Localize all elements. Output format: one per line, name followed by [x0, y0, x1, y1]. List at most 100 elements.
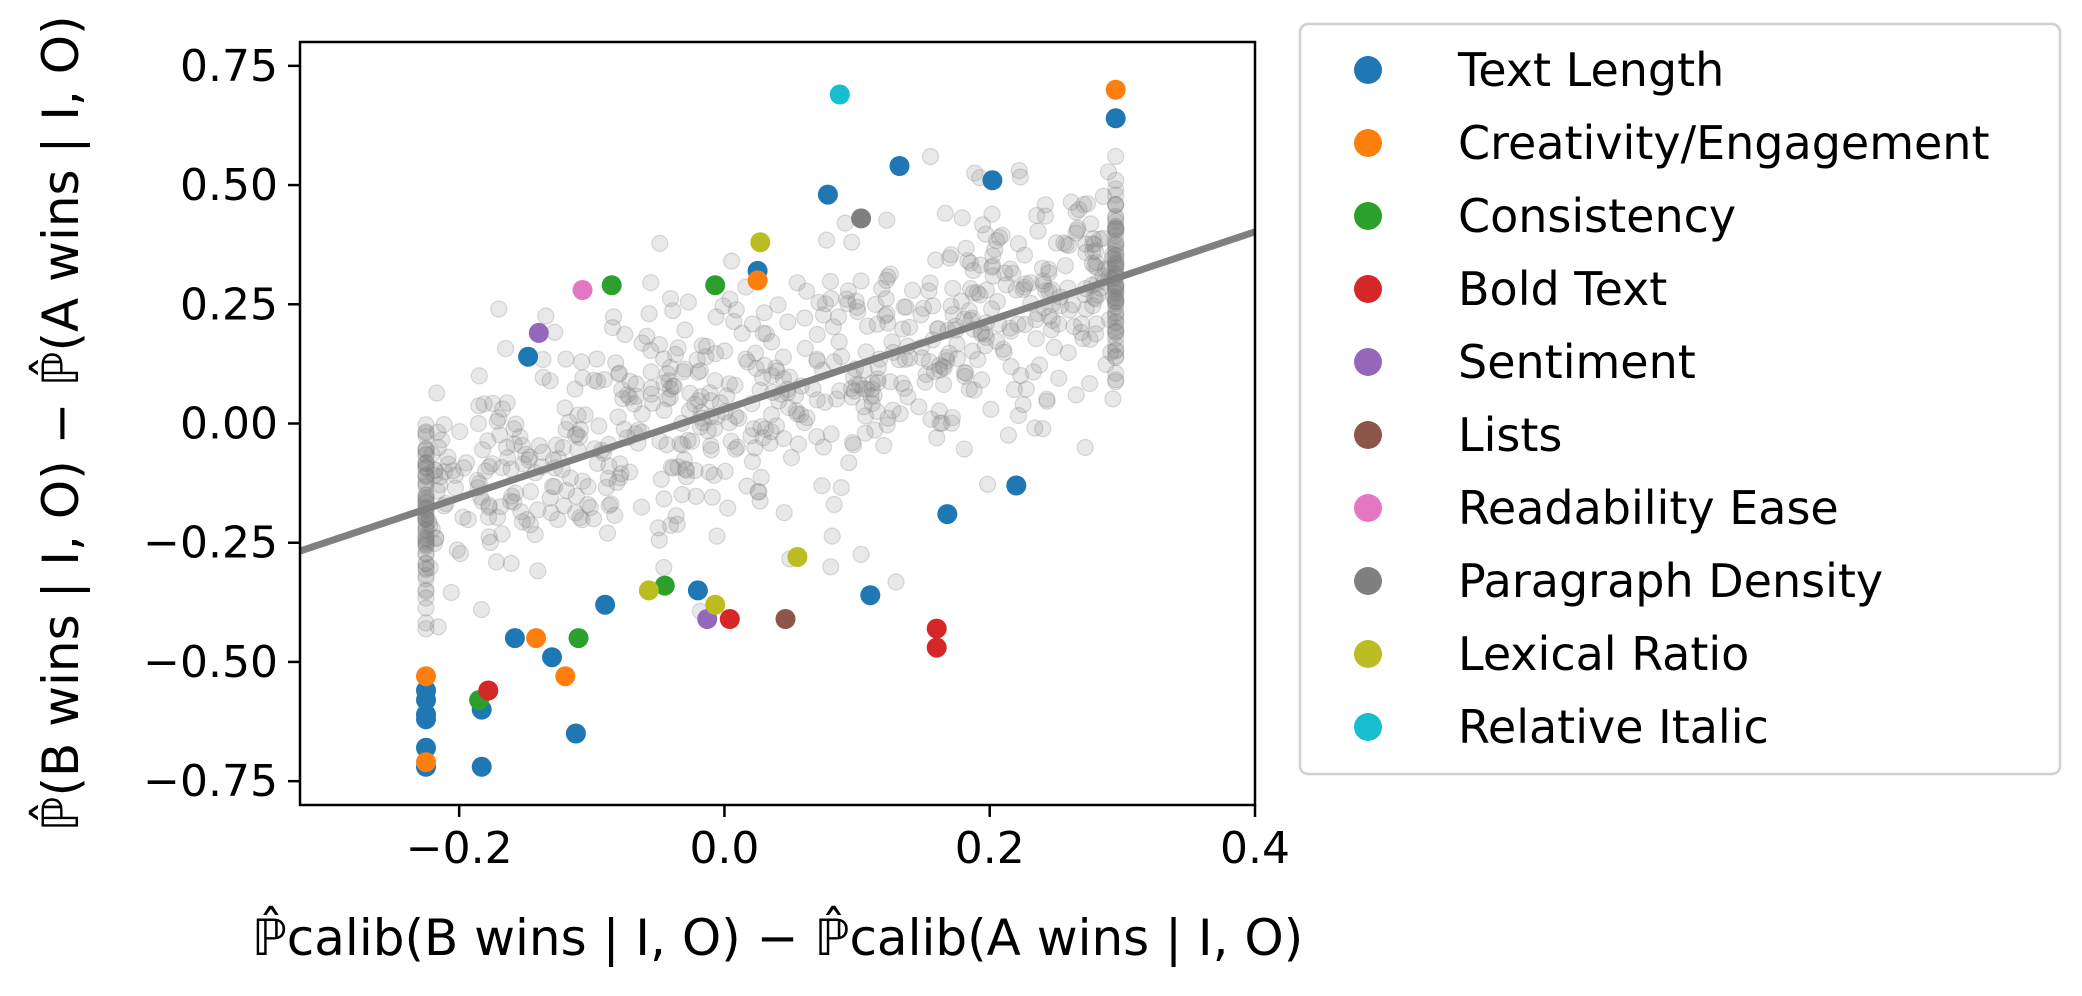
background-point	[423, 445, 441, 463]
background-point	[746, 439, 764, 457]
background-point	[814, 306, 833, 324]
background-point	[655, 490, 673, 508]
background-point	[417, 468, 435, 486]
background-point	[1107, 180, 1125, 198]
background-point	[768, 362, 786, 380]
background-point	[1074, 330, 1092, 348]
background-point	[976, 325, 994, 343]
background-point	[616, 325, 634, 343]
background-point	[579, 496, 597, 514]
background-point	[490, 300, 508, 318]
background-point	[514, 455, 532, 473]
background-point	[417, 599, 435, 617]
point-text-length	[595, 594, 616, 615]
background-point	[1038, 390, 1056, 408]
background-point	[543, 477, 562, 495]
background-point	[990, 228, 1009, 246]
background-point	[1030, 356, 1049, 374]
background-point	[633, 405, 651, 423]
point-text-length	[416, 737, 436, 758]
background-point	[997, 276, 1015, 294]
background-point	[808, 428, 826, 446]
background-point	[457, 454, 475, 472]
background-point	[613, 381, 631, 399]
background-point	[1107, 347, 1125, 365]
background-point	[876, 307, 894, 325]
background-point	[1070, 201, 1088, 219]
background-point	[417, 477, 435, 496]
background-point	[788, 405, 806, 423]
background-point	[417, 554, 435, 573]
background-point	[903, 281, 922, 299]
background-point	[661, 516, 680, 535]
background-point	[964, 261, 982, 280]
background-point	[895, 298, 913, 316]
background-point	[1107, 319, 1125, 337]
background-point	[642, 363, 660, 381]
background-point	[1077, 235, 1095, 253]
background-point	[444, 462, 462, 480]
background-point	[664, 377, 682, 395]
background-point	[1022, 274, 1040, 292]
background-point	[627, 375, 645, 393]
background-point	[884, 401, 902, 419]
y-tick-label: −0.75	[143, 756, 278, 807]
background-point	[850, 376, 869, 394]
background-point	[417, 614, 435, 632]
background-point	[673, 486, 691, 504]
legend-marker-lexical-ratio	[1354, 640, 1382, 668]
background-point	[1036, 207, 1055, 225]
background-point	[1081, 330, 1099, 348]
background-point	[470, 397, 488, 415]
background-point	[814, 438, 833, 456]
background-point	[511, 428, 529, 446]
background-point	[862, 387, 880, 405]
legend-marker-consistency	[1354, 202, 1382, 230]
background-point	[1107, 304, 1125, 322]
background-point	[931, 414, 949, 432]
background-point	[831, 382, 849, 400]
background-point	[822, 289, 840, 308]
background-point	[529, 501, 547, 519]
legend-marker-text-length	[1354, 56, 1382, 84]
background-point	[451, 423, 469, 441]
background-point	[554, 439, 572, 457]
background-point	[686, 395, 704, 413]
background-point	[417, 581, 435, 599]
background-point	[1107, 284, 1125, 302]
point-lexical-ratio	[638, 580, 659, 601]
background-point	[588, 350, 606, 368]
background-point	[421, 516, 439, 534]
background-point	[598, 524, 617, 542]
background-point	[706, 345, 725, 363]
background-point	[446, 466, 464, 484]
background-point	[417, 459, 435, 477]
background-point	[1085, 236, 1104, 254]
background-point	[417, 533, 435, 551]
background-point	[1107, 254, 1125, 273]
background-point	[700, 463, 718, 481]
background-point	[960, 302, 978, 320]
background-point	[665, 377, 683, 395]
background-point	[1103, 245, 1122, 264]
background-point	[944, 279, 962, 297]
background-point	[417, 446, 435, 464]
background-point	[1097, 355, 1115, 373]
background-point	[1007, 281, 1025, 299]
background-point	[572, 353, 591, 371]
background-point	[1107, 371, 1125, 389]
background-point	[588, 372, 607, 391]
legend-marker-readability-ease	[1354, 494, 1382, 522]
background-point	[1107, 289, 1125, 307]
background-point	[856, 424, 874, 442]
background-point	[848, 298, 866, 316]
background-point	[971, 286, 989, 304]
background-point	[1084, 297, 1102, 315]
background-point	[417, 545, 435, 563]
legend-marker-lists	[1354, 421, 1382, 449]
background-point	[868, 315, 886, 333]
background-point	[666, 345, 685, 363]
background-point	[1107, 217, 1125, 235]
background-point	[1009, 406, 1028, 425]
point-consistency	[568, 628, 589, 649]
